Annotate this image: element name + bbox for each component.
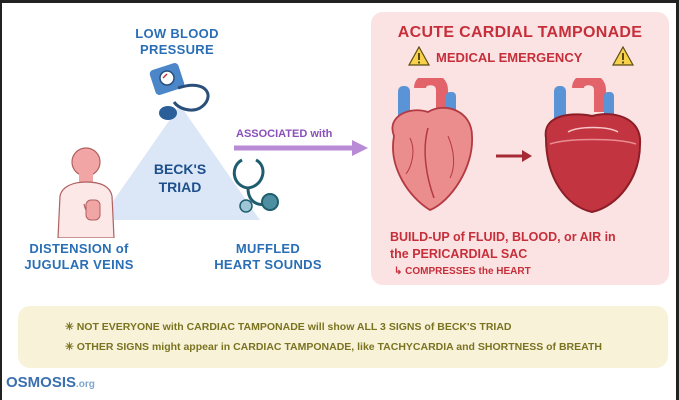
- right-border: [676, 0, 679, 400]
- fluid-line-1: BUILD-UP of FLUID, BLOOD, or AIR in: [390, 230, 616, 244]
- muffled-heart-sounds-label: MUFFLED HEART SOUNDS: [214, 241, 322, 272]
- logo-brand: OSMOSIS: [6, 374, 77, 391]
- left-border: [0, 0, 2, 400]
- fluid-description: BUILD-UP of FLUID, BLOOD, or AIR in the …: [390, 229, 616, 263]
- beck-triad-triangle: [100, 105, 260, 220]
- associated-arrow-icon: [234, 140, 368, 156]
- person-jugular-icon: [57, 147, 115, 238]
- top-border: [0, 0, 679, 3]
- note-line-2: ✳ OTHER SIGNS might appear in CARDIAC TA…: [65, 341, 602, 353]
- osmosis-logo: OSMOSIS.org: [6, 374, 95, 391]
- normal-heart-icon: [391, 78, 473, 212]
- low-blood-pressure-label: LOW BLOOD PRESSURE: [135, 26, 219, 57]
- stethoscope-icon: [232, 158, 279, 213]
- medical-emergency-label: MEDICAL EMERGENCY: [436, 50, 583, 65]
- blood-pressure-cuff-icon: [149, 63, 210, 120]
- compresses-heart-label: ↳ COMPRESSES the HEART: [394, 266, 531, 277]
- beck-triad-label: BECK'S TRIAD: [153, 161, 207, 195]
- note-line-1: ✳ NOT EVERYONE with CARDIAC TAMPONADE wi…: [65, 321, 512, 333]
- tamponade-heart-icon: [544, 78, 642, 214]
- associated-with-label: ASSOCIATED with: [236, 128, 333, 140]
- panel-title: ACUTE CARDIAL TAMPONADE: [397, 24, 643, 41]
- fluid-line-2: the PERICARDIAL SAC: [390, 247, 528, 261]
- notes-box: [18, 306, 668, 368]
- logo-suffix: .org: [76, 379, 95, 390]
- warning-icon: [612, 46, 634, 66]
- warning-icon: [408, 46, 430, 66]
- progression-arrow-icon: [496, 150, 532, 162]
- distension-label: DISTENSION of JUGULAR VEINS: [24, 241, 134, 272]
